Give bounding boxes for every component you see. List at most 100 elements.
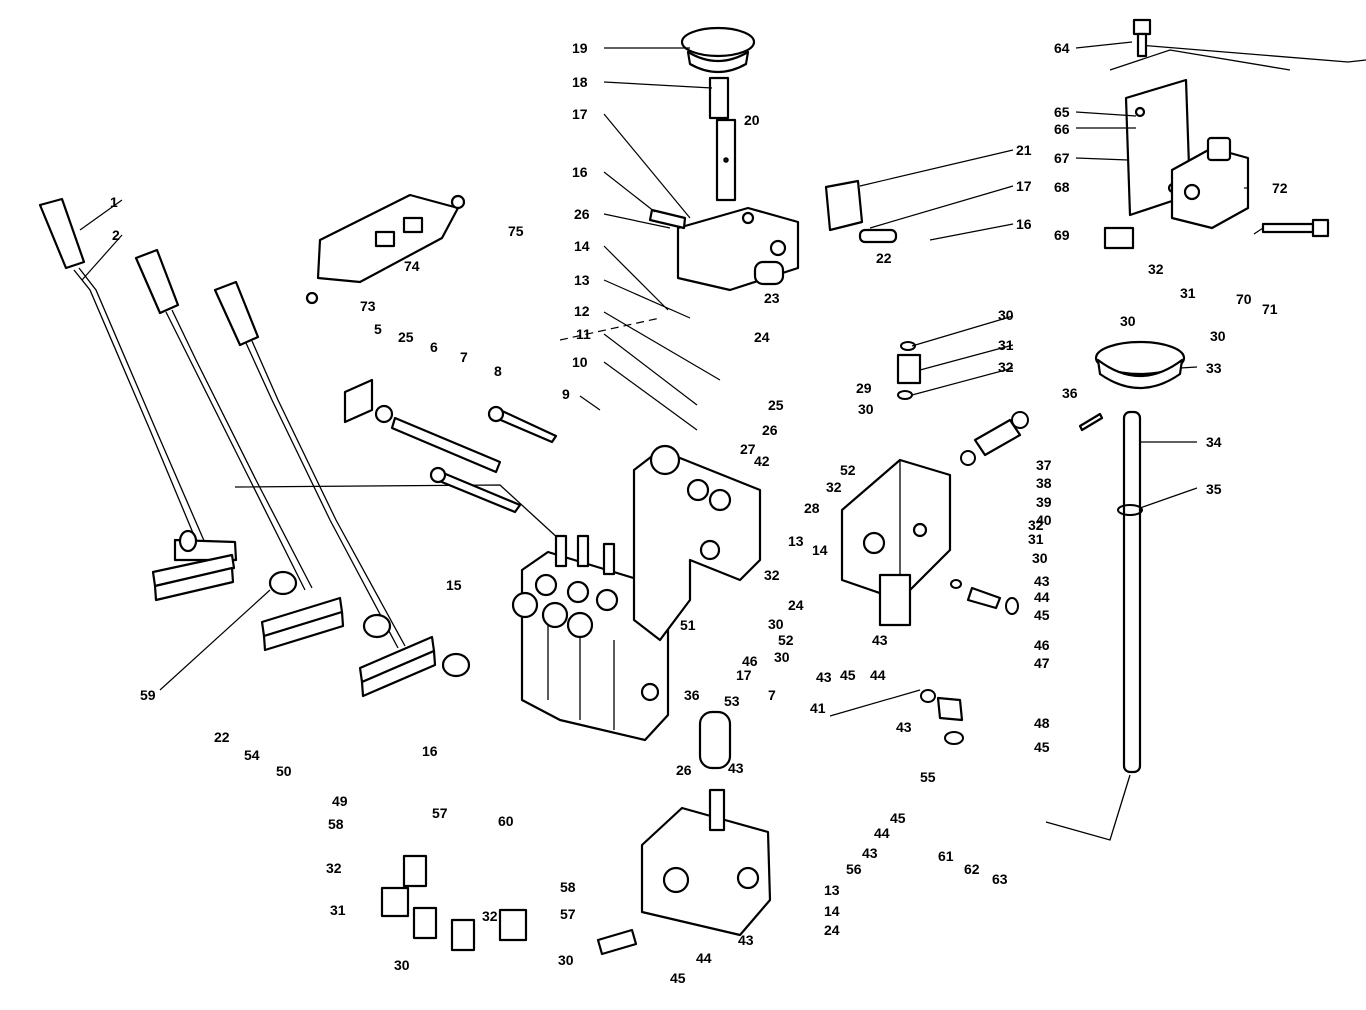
callout: 16	[572, 164, 588, 180]
callout: 52	[778, 632, 794, 648]
callout: 35	[1206, 481, 1222, 497]
callout: 30	[768, 616, 784, 632]
callout: 14	[824, 903, 840, 919]
callout: 65	[1054, 104, 1070, 120]
callout: 50	[276, 763, 292, 779]
callout: 39	[1036, 494, 1052, 510]
callout: 24	[788, 597, 804, 613]
callout: 15	[446, 577, 462, 593]
callout: 7	[460, 349, 468, 365]
callout: 75	[508, 223, 524, 239]
callout: 30	[394, 957, 410, 973]
callout: 11	[576, 326, 591, 342]
callout: 67	[1054, 150, 1070, 166]
callout: 32	[1028, 517, 1044, 533]
callout: 46	[1034, 637, 1050, 653]
shift-knob	[680, 26, 756, 202]
callout: 45	[890, 810, 906, 826]
callout: 54	[244, 747, 260, 763]
linkage-21	[824, 179, 898, 244]
callout: 13	[788, 533, 804, 549]
callout: 53	[724, 693, 740, 709]
callout: 44	[874, 825, 890, 841]
callout: 33	[1206, 360, 1222, 376]
callout: 31	[1028, 531, 1044, 547]
callout: 19	[572, 40, 588, 56]
callout: 13	[574, 272, 590, 288]
callout: 31	[998, 337, 1014, 353]
filler-cap-33	[1094, 340, 1186, 390]
callout: 30	[1210, 328, 1226, 344]
callout: 51	[680, 617, 696, 633]
callout: 37	[1036, 457, 1052, 473]
callout: 30	[1120, 313, 1136, 329]
callout: 12	[574, 303, 590, 319]
callout: 20	[744, 112, 760, 128]
callout: 41	[810, 700, 826, 716]
callout: 45	[1034, 607, 1050, 623]
callout: 27	[740, 441, 756, 457]
fitting-38	[960, 411, 1029, 466]
callout: 43	[728, 760, 744, 776]
callout: 48	[1034, 715, 1050, 731]
callout: 30	[998, 307, 1014, 323]
callout: 57	[560, 906, 576, 922]
callout: 73	[360, 298, 376, 314]
callout: 17	[736, 667, 752, 683]
callout: 59	[140, 687, 156, 703]
callout: 66	[1054, 121, 1070, 137]
callout: 6	[430, 339, 438, 355]
callout: 44	[1034, 589, 1050, 605]
leader-lines	[79, 41, 1264, 717]
callout: 31	[1180, 285, 1196, 301]
callout: 14	[812, 542, 828, 558]
valve-block-72	[1103, 136, 1250, 250]
callout: 16	[1016, 216, 1032, 232]
callout: 30	[774, 649, 790, 665]
callout: 10	[572, 354, 588, 370]
callout: 14	[574, 238, 590, 254]
callout: 47	[1034, 655, 1050, 671]
callout: 34	[1206, 434, 1222, 450]
callout: 25	[398, 329, 414, 345]
callout: 9	[562, 386, 570, 402]
callout: 44	[696, 950, 712, 966]
callout: 38	[1036, 475, 1052, 491]
callout: 68	[1054, 179, 1070, 195]
callout: 32	[998, 359, 1014, 375]
bracket-74	[305, 193, 466, 305]
callout: 21	[1016, 142, 1032, 158]
bolt-64	[1132, 18, 1152, 58]
control-lever-3	[213, 280, 471, 698]
callout: 2	[112, 227, 120, 243]
callout: 52	[840, 462, 856, 478]
callout: 13	[824, 882, 840, 898]
callout: 30	[1032, 550, 1048, 566]
callout: 72	[1272, 180, 1288, 196]
callout: 69	[1054, 227, 1070, 243]
spool-valve-body	[511, 534, 670, 742]
shift-bracket	[648, 206, 800, 292]
center-valve-block	[632, 444, 762, 642]
fitting-48	[920, 689, 964, 745]
callout: 28	[804, 500, 820, 516]
callout: 8	[494, 363, 502, 379]
callout: 25	[768, 397, 784, 413]
callout: 32	[826, 479, 842, 495]
fitting-31	[896, 341, 922, 400]
lower-block-56	[640, 788, 772, 937]
callout: 43	[896, 719, 912, 735]
callout: 32	[482, 908, 498, 924]
callout: 63	[992, 871, 1008, 887]
callout: 24	[824, 922, 840, 938]
callout: 32	[1148, 261, 1164, 277]
callout: 45	[670, 970, 686, 986]
lower-fittings	[380, 710, 732, 956]
rods-left	[343, 378, 558, 514]
callout: 40	[1036, 512, 1052, 528]
callout: 5	[374, 321, 382, 337]
callout: 16	[422, 743, 438, 759]
callout: 22	[214, 729, 230, 745]
callout: 43	[816, 669, 832, 685]
